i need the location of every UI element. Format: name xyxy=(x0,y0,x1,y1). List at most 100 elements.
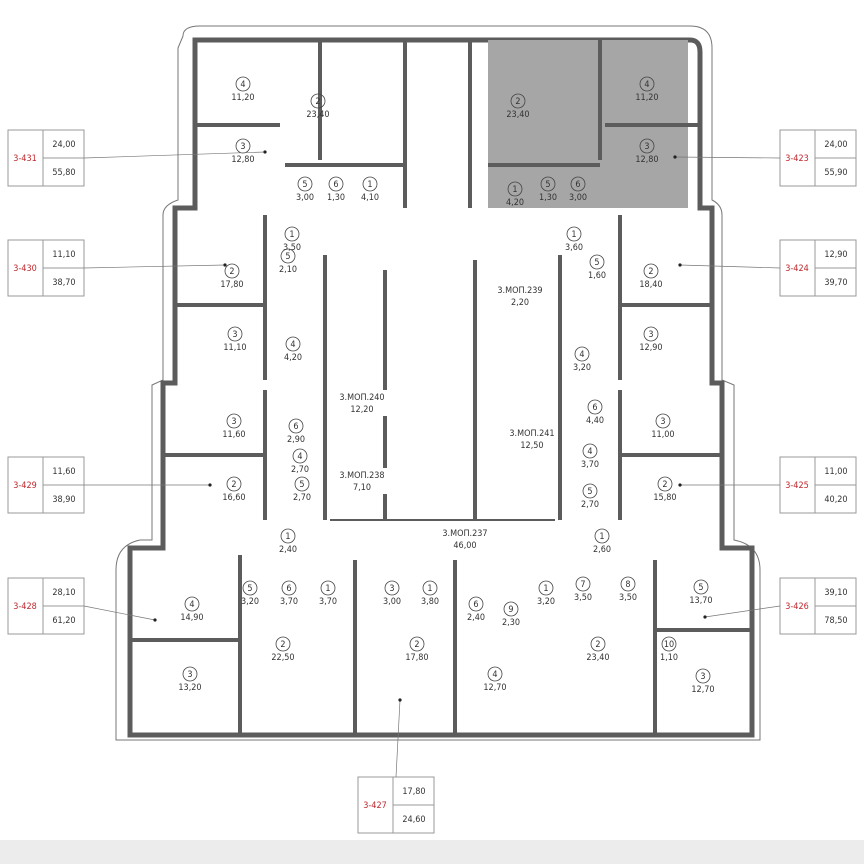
room-3-427-3[interactable]: 33,00 xyxy=(383,580,401,607)
room-3-424-1[interactable]: 13,60 xyxy=(565,226,583,253)
room-3-423-6[interactable]: 63,00 xyxy=(569,176,587,203)
room-3-429-3[interactable]: 311,60 xyxy=(222,413,246,440)
room-3-423-5[interactable]: 51,30 xyxy=(539,176,557,203)
common-label-bg xyxy=(494,283,546,309)
room-area: 3,70 xyxy=(280,597,298,607)
room-3-426-5[interactable]: 513,70 xyxy=(689,579,713,606)
room-3-424-3[interactable]: 312,90 xyxy=(639,326,663,353)
room-3-424-5[interactable]: 51,60 xyxy=(588,254,606,281)
room-3-426-7[interactable]: 73,50 xyxy=(574,576,592,603)
room-3-431-1[interactable]: 14,10 xyxy=(361,176,379,203)
room-3-430-2[interactable]: 217,80 xyxy=(220,263,244,290)
room-3-425-5[interactable]: 52,70 xyxy=(581,483,599,510)
leader-dot xyxy=(678,263,682,267)
room-3-425-6[interactable]: 64,40 xyxy=(586,399,604,426)
common-label-bg xyxy=(439,526,491,552)
room-3-425-1[interactable]: 12,60 xyxy=(593,528,611,555)
room-3-429-2[interactable]: 216,60 xyxy=(222,476,246,503)
room-3-431-4[interactable]: 411,20 xyxy=(231,76,255,103)
room-3-424-4[interactable]: 43,20 xyxy=(573,346,591,373)
leader-dot xyxy=(208,483,212,487)
room-number-circle xyxy=(281,580,297,596)
room-3-426-1[interactable]: 13,20 xyxy=(537,580,555,607)
room-number-circle xyxy=(328,176,344,192)
room-3-431-5[interactable]: 53,00 xyxy=(296,176,314,203)
room-3-426-2[interactable]: 223,40 xyxy=(586,636,610,663)
room-3-423-2[interactable]: 223,40 xyxy=(506,93,530,120)
room-3-427-2[interactable]: 217,80 xyxy=(405,636,429,663)
room-number: 4 xyxy=(240,80,245,90)
room-number: 6 xyxy=(333,180,338,190)
room-3-426-10[interactable]: 101,10 xyxy=(660,636,678,663)
room-3-430-1[interactable]: 13,50 xyxy=(283,226,301,253)
room-3-428-4[interactable]: 414,90 xyxy=(180,596,204,623)
total-area: 38,70 xyxy=(52,278,75,288)
room-3-430-4[interactable]: 44,20 xyxy=(284,336,302,363)
room-3-425-4[interactable]: 43,70 xyxy=(581,443,599,470)
living-area: 39,10 xyxy=(824,588,847,598)
room-3-426-8[interactable]: 83,50 xyxy=(619,576,637,603)
room-3-423-4[interactable]: 411,20 xyxy=(635,76,659,103)
room-area: 13,70 xyxy=(689,596,712,606)
room-3-428-2[interactable]: 222,50 xyxy=(271,636,295,663)
room-area: 12,70 xyxy=(691,685,714,695)
room-number: 5 xyxy=(299,480,304,490)
leader-dot xyxy=(678,483,682,487)
room-3-430-3[interactable]: 311,10 xyxy=(223,326,247,353)
common-area-id: 3.МОП.239 xyxy=(497,286,542,296)
room-3-431-6[interactable]: 61,30 xyxy=(327,176,345,203)
leader-line xyxy=(83,605,156,621)
room-area: 2,40 xyxy=(279,545,297,555)
room-3-426-6[interactable]: 62,40 xyxy=(467,596,485,623)
room-number: 8 xyxy=(625,580,630,590)
room-number: 6 xyxy=(575,180,580,190)
room-area: 17,80 xyxy=(405,653,428,663)
room-number-circle xyxy=(227,326,243,342)
common-area-value: 12,50 xyxy=(520,441,543,451)
room-3-430-5[interactable]: 52,10 xyxy=(279,248,297,275)
room-3-428-5[interactable]: 53,20 xyxy=(241,580,259,607)
room-number: 2 xyxy=(231,480,236,490)
common-area-value: 12,20 xyxy=(350,405,373,415)
room-3-425-3[interactable]: 311,00 xyxy=(651,413,675,440)
room-3-424-2[interactable]: 218,40 xyxy=(639,263,663,290)
room-area: 2,90 xyxy=(287,435,305,445)
room-number-circle xyxy=(695,668,711,684)
room-3-429-1[interactable]: 12,40 xyxy=(279,528,297,555)
room-3-431-3[interactable]: 312,80 xyxy=(231,138,255,165)
room-number-circle xyxy=(503,601,519,617)
room-3-429-4[interactable]: 42,70 xyxy=(291,448,309,475)
room-3-428-1[interactable]: 13,70 xyxy=(319,580,337,607)
room-3-426-4[interactable]: 412,70 xyxy=(483,666,507,693)
room-number-circle xyxy=(242,580,258,596)
room-number: 1 xyxy=(289,230,294,240)
room-3-423-3[interactable]: 312,80 xyxy=(635,138,659,165)
room-3-427-1[interactable]: 13,80 xyxy=(421,580,439,607)
room-3-429-6[interactable]: 62,90 xyxy=(287,418,305,445)
room-3-423-1[interactable]: 14,20 xyxy=(506,181,524,208)
room-number-circle xyxy=(280,528,296,544)
room-3-426-9[interactable]: 92,30 xyxy=(502,601,520,628)
room-number: 5 xyxy=(594,258,599,268)
room-3-428-3[interactable]: 313,20 xyxy=(178,666,202,693)
room-3-428-6[interactable]: 63,70 xyxy=(280,580,298,607)
room-3-425-2[interactable]: 215,80 xyxy=(653,476,677,503)
room-3-429-5[interactable]: 52,70 xyxy=(293,476,311,503)
room-number: 5 xyxy=(247,584,252,594)
room-3-426-3[interactable]: 312,70 xyxy=(691,668,715,695)
room-3-431-2[interactable]: 223,40 xyxy=(306,93,330,120)
